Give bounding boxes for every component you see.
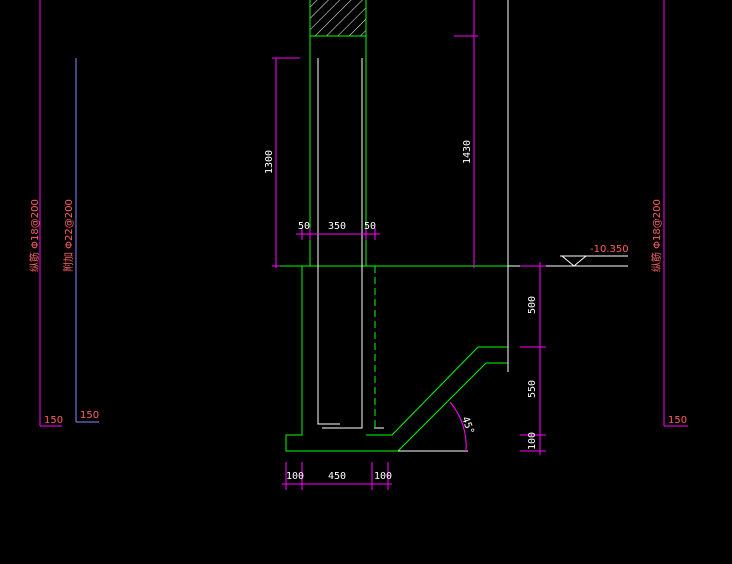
embed-left-value: 1300 (264, 150, 275, 174)
elevation-value: -10.350 (590, 244, 629, 255)
wall-width-value: 350 (328, 221, 346, 232)
dimension-base: 100 450 100 (282, 462, 392, 490)
footing-outline (276, 265, 509, 452)
base-left-value: 100 (286, 471, 304, 482)
right-vertical-rebar: 纵筋 Φ18@200 150 (650, 0, 688, 427)
left-vertical-rebar: 纵筋 Φ18@200 150 (28, 0, 63, 427)
wall-hatch (310, 0, 366, 36)
right-vertical-rebar-label: 纵筋 Φ18@200 (650, 199, 663, 272)
base-mid-value: 450 (328, 471, 346, 482)
cover-right-value: 50 (364, 221, 376, 232)
dimension-step-right: 500 550 100 (520, 262, 546, 455)
elevation-marker: -10.350 (508, 244, 629, 267)
dimension-wall-width: 50 350 50 (296, 221, 380, 240)
left-vertical-rebar-label: 纵筋 Φ18@200 (28, 199, 41, 272)
left-extra-rebar: 附加 Φ22@200 150 (62, 58, 99, 423)
step-lower-value: 550 (527, 380, 538, 398)
dimension-embed-left: 1300 (264, 57, 300, 268)
left-extra-rebar-label: 附加 Φ22@200 (62, 199, 75, 272)
dimension-embed-right: 1430 (454, 0, 478, 268)
slope-angle-value: 45° (459, 415, 476, 436)
cover-left-value: 50 (298, 221, 310, 232)
embed-right-value: 1430 (462, 140, 473, 164)
wall-rebar (317, 0, 509, 429)
step-upper-value: 500 (527, 296, 538, 314)
slab-thickness-value: 100 (527, 432, 538, 450)
slope-angle: 45° (398, 401, 476, 452)
right-rebar-hook-length: 150 (668, 415, 687, 426)
base-right-value: 100 (374, 471, 392, 482)
left-rebar-hook-length: 150 (44, 415, 63, 426)
wall (309, 0, 367, 266)
extra-rebar-hook-length: 150 (80, 410, 99, 421)
